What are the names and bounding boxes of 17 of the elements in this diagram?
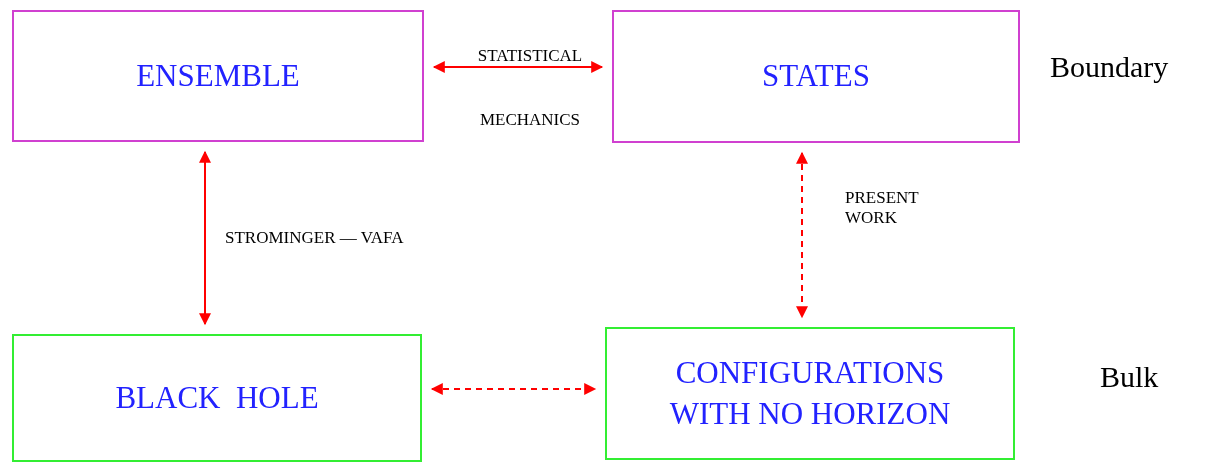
process-box	[12, 334, 422, 462]
double-arrow	[796, 151, 808, 319]
edge-label: STROMINGER — VAFA	[225, 228, 404, 249]
box-label: BLACK HOLE	[115, 378, 319, 417]
box-label: CONFIGURATIONS WITH NO HORIZON	[668, 354, 952, 433]
process-box	[612, 10, 1020, 143]
double-arrow	[199, 150, 211, 326]
box-label: STATES	[762, 57, 870, 96]
process-box	[605, 327, 1015, 460]
double-arrow	[430, 383, 597, 395]
edge-label: STATISTICAL MECHANICS	[476, 45, 584, 131]
double-arrow	[432, 61, 604, 73]
process-box	[12, 10, 424, 142]
row-label: Boundary	[1050, 50, 1169, 84]
box-label: ENSEMBLE	[136, 56, 300, 95]
edge-label: PRESENT WORK	[845, 188, 920, 229]
row-label: Bulk	[1100, 360, 1159, 394]
